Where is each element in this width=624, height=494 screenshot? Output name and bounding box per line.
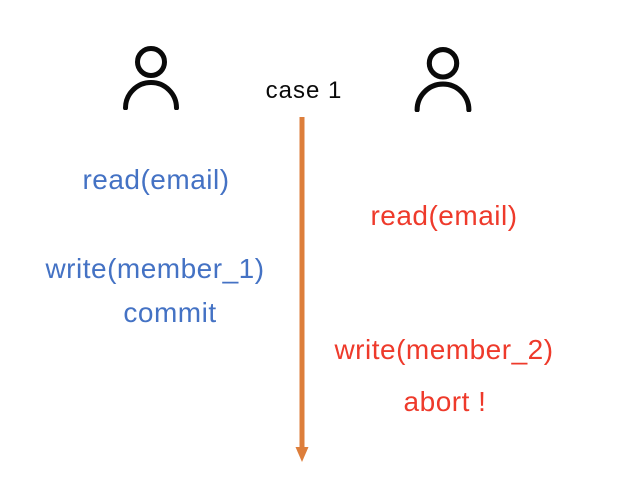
left-op-read: read(email) [82, 164, 230, 195]
person-shoulders [123, 80, 179, 110]
case-label: case 1 [265, 77, 343, 104]
right-op-read: read(email) [370, 200, 518, 231]
left-op-write: write(member_1) [45, 253, 265, 284]
timeline-down-arrow-icon [295, 117, 309, 462]
person-head [135, 46, 167, 78]
left-person-icon [123, 46, 179, 110]
right-op-write: write(member_2) [334, 334, 554, 365]
person-head [426, 47, 460, 80]
left-op-commit: commit [123, 297, 217, 328]
right-op-abort: abort ! [403, 386, 487, 417]
right-person-icon [414, 47, 472, 112]
person-shoulders [414, 81, 472, 112]
arrow-head [295, 447, 309, 462]
